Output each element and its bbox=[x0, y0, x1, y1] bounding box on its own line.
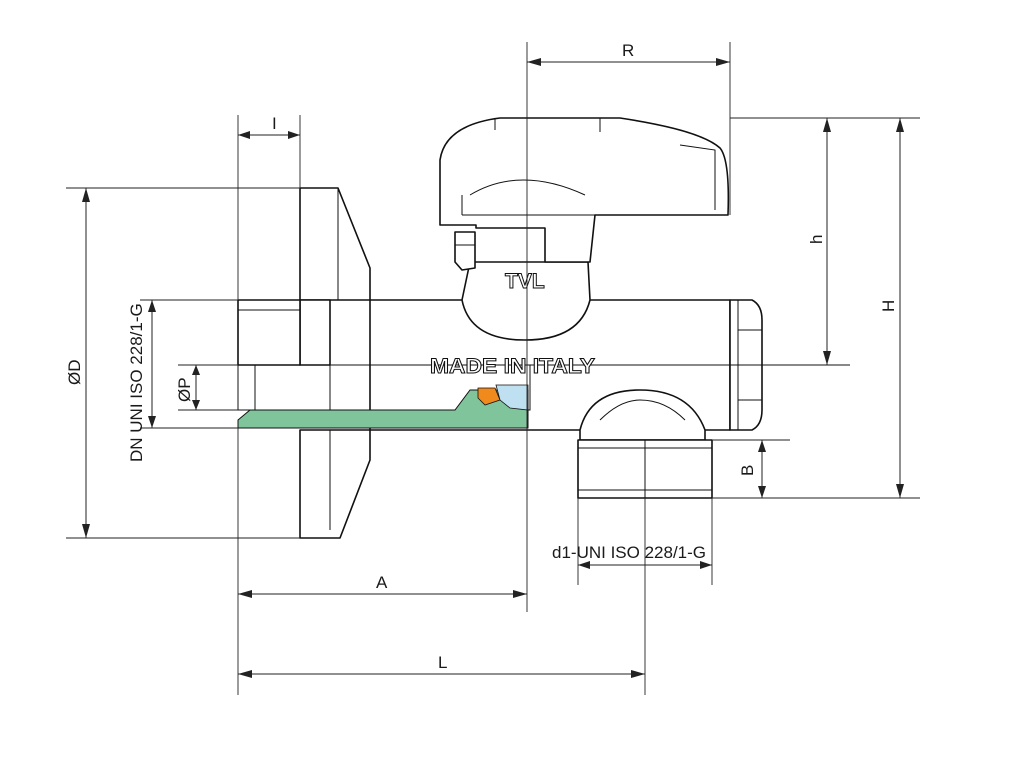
left-nut bbox=[237, 187, 371, 539]
dim-L: L bbox=[238, 653, 645, 678]
label-P: ØP bbox=[175, 377, 194, 402]
dim-h: h bbox=[730, 117, 850, 365]
label-B: B bbox=[738, 465, 757, 476]
dim-D: ØD bbox=[65, 187, 300, 539]
dim-B: B bbox=[712, 439, 790, 498]
dim-A: A bbox=[237, 428, 527, 695]
brand-stamp: TVL bbox=[505, 270, 545, 293]
dim-H: H bbox=[712, 117, 920, 499]
dim-d1: d1-UNI ISO 228/1-G bbox=[552, 498, 713, 585]
dim-I: I bbox=[237, 114, 301, 300]
bottom-outlet bbox=[577, 389, 713, 499]
label-I: I bbox=[272, 114, 277, 133]
valve-handle bbox=[439, 117, 730, 271]
label-R: R bbox=[622, 41, 634, 60]
label-d1: d1-UNI ISO 228/1-G bbox=[552, 543, 706, 562]
label-L: L bbox=[438, 653, 447, 672]
origin-stamp: MADE IN ITALY bbox=[430, 355, 595, 378]
label-h: h bbox=[807, 235, 826, 244]
inner-bore bbox=[225, 364, 850, 429]
label-DN: DN UNI ISO 228/1-G bbox=[127, 303, 146, 462]
dim-P: ØP bbox=[175, 364, 238, 411]
label-A: A bbox=[376, 573, 388, 592]
orange-insert bbox=[477, 387, 501, 406]
label-D: ØD bbox=[65, 360, 84, 386]
label-H: H bbox=[879, 300, 898, 312]
dim-R: R bbox=[526, 41, 731, 215]
dim-DN: DN UNI ISO 228/1-G bbox=[127, 299, 238, 462]
blue-insert bbox=[495, 384, 529, 411]
valve-body bbox=[369, 261, 763, 431]
